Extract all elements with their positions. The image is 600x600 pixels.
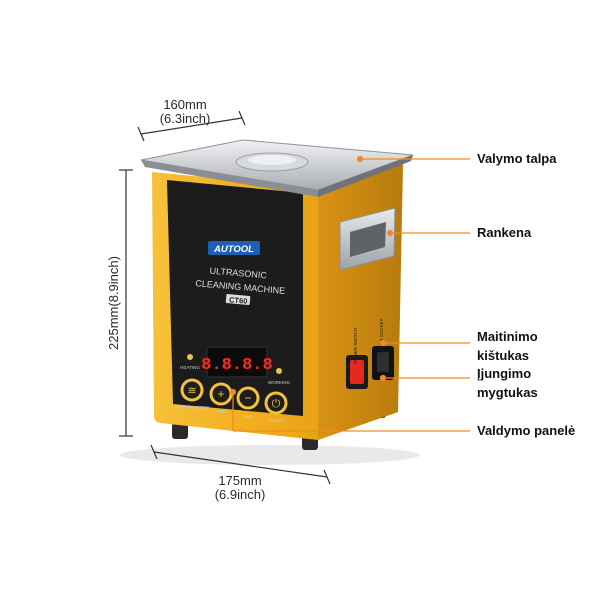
button-callout-dot xyxy=(379,374,387,382)
power-switch-label: POWER SWITCH xyxy=(353,328,358,364)
power-switch-icon[interactable] xyxy=(350,360,364,384)
bottom-dimension-mm: 175mm xyxy=(218,473,262,488)
handle-callout-dot xyxy=(386,229,394,237)
led-display xyxy=(206,346,268,378)
brand-name: AUTOOL xyxy=(213,244,254,255)
bottom-dimension-inch: (6.9inch) xyxy=(214,487,266,502)
top-dimension-label: 160mm (6.3inch) xyxy=(143,98,227,126)
callout-leaders xyxy=(229,155,470,432)
top-dimension-inch: (6.3inch) xyxy=(159,111,211,126)
onoff-button[interactable] xyxy=(264,391,288,415)
led-digits: 8.8.8.8 xyxy=(201,356,272,375)
callout-power-button: Įjungimo mygtukas xyxy=(477,366,538,400)
onoff-label: ON/OFF xyxy=(268,418,285,423)
lid-knob-top xyxy=(248,155,296,165)
power-icon: ⏻ xyxy=(272,398,281,410)
handle-grip-recess xyxy=(350,222,386,257)
time-plus-label: TIME+ xyxy=(214,409,228,414)
plug-callout-dot xyxy=(379,339,387,347)
top-dimension-line xyxy=(137,110,246,142)
heating-indicator-label: HEATING xyxy=(180,365,200,370)
brand-logo xyxy=(208,241,260,255)
minus-icon: − xyxy=(244,391,251,405)
callout-power-plug: Maitinimo kištukas xyxy=(477,329,538,363)
power-socket-label: POWER SOCKET xyxy=(379,318,384,355)
foot-front-left xyxy=(172,423,188,439)
model-label: CT60 xyxy=(229,295,248,306)
model-badge xyxy=(225,294,251,305)
bottom-dimension-line xyxy=(150,444,331,485)
callout-handle: Rankena xyxy=(477,225,532,240)
time-minus-button[interactable] xyxy=(236,386,260,410)
plus-icon: + xyxy=(217,387,224,401)
power-socket-icon xyxy=(377,352,389,372)
top-dimension-mm: 160mm xyxy=(163,97,207,112)
heating-mode-label: HEATING MODE xyxy=(175,405,209,410)
heating-mode-button[interactable] xyxy=(180,378,204,402)
lid-edge-front xyxy=(141,160,318,197)
working-indicator-label: WORKING xyxy=(268,380,290,385)
floor-shadow xyxy=(120,445,420,465)
height-dimension-line xyxy=(119,169,133,437)
heating-indicator-icon xyxy=(187,354,193,360)
lid-edge-side xyxy=(318,155,413,197)
body-side xyxy=(318,164,403,440)
bottom-dimension-label: 175mm (6.9inch) xyxy=(198,474,282,502)
heating-mode-icon: ≋ xyxy=(187,385,196,397)
working-indicator-icon xyxy=(276,368,282,374)
callout-control-panel: Valdymo panelė xyxy=(477,423,576,438)
panel-callout-dot xyxy=(229,388,237,396)
time-minus-label: TIME- xyxy=(242,414,255,419)
height-dimension-label: 225mm(8.9inch) xyxy=(106,256,121,350)
callout-tank: Valymo talpa xyxy=(477,151,557,166)
tank-callout-dot xyxy=(356,155,364,163)
